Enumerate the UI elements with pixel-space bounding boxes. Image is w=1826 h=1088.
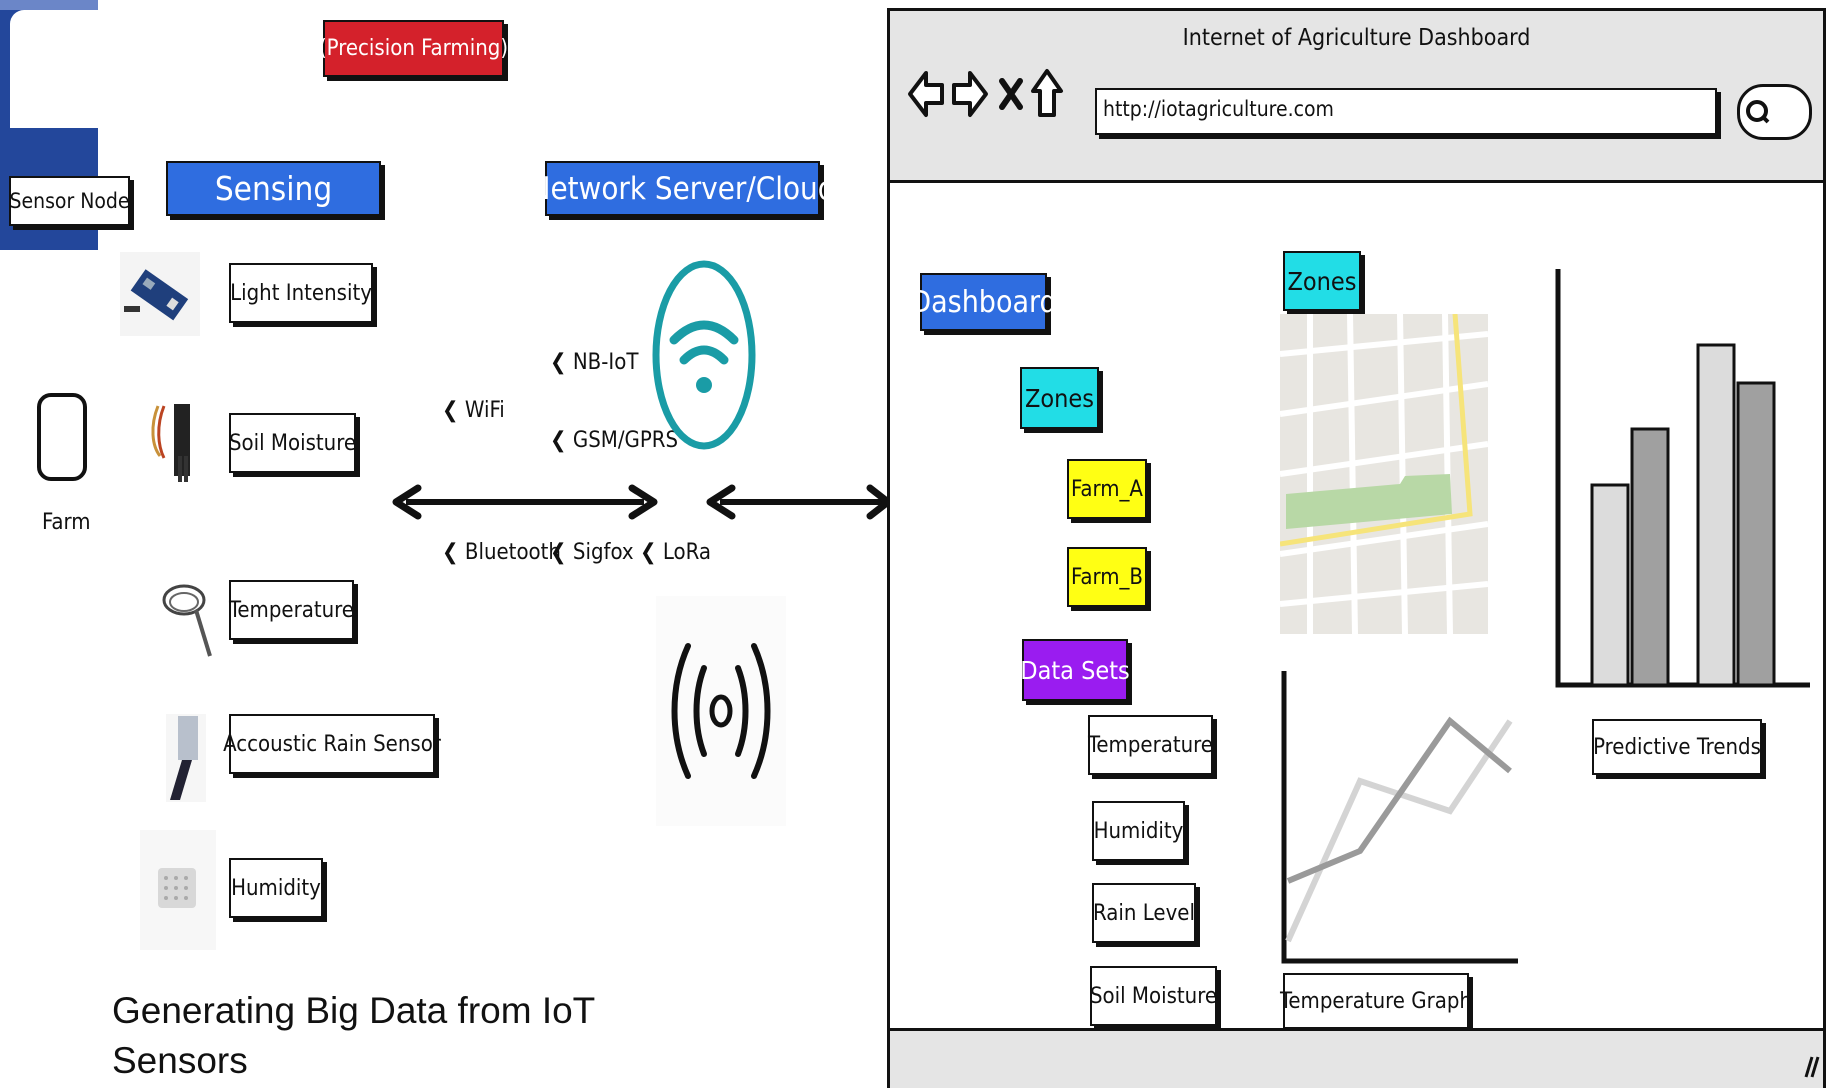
protocol-wifi: ❮ WiFi <box>442 398 505 423</box>
sensor-rain: Accoustic Rain Sensor <box>223 714 441 774</box>
soil-moisture-sensor-image <box>151 404 190 482</box>
precision-farming-label: (Precision Farming) <box>319 20 508 77</box>
protocol-sigfox-text: Sigfox <box>572 540 634 565</box>
nav-data-sets[interactable]: Data Sets <box>1020 639 1130 701</box>
protocol-gsm: ❮ GSM/GPRS <box>550 428 679 453</box>
sensor-soil-moisture: Soil Moisture <box>229 413 356 473</box>
protocol-lora-text: LoRa <box>662 540 712 565</box>
caption-line1: Generating Big Data from IoT <box>112 990 596 1031</box>
slide-corner-mask <box>10 10 98 128</box>
broadcast-icon <box>656 596 786 826</box>
dataset-temperature[interactable]: Temperature <box>1088 715 1213 775</box>
protocol-nbiot: ❮ NB-IoT <box>550 350 639 375</box>
zones-map[interactable] <box>1280 314 1488 634</box>
protocol-bluetooth: ❮ Bluetooth <box>442 540 561 565</box>
search-icon <box>1746 100 1770 124</box>
resize-grip-icon[interactable] <box>1800 1051 1822 1081</box>
nav-zones[interactable]: Zones <box>1020 367 1099 429</box>
forward-icon[interactable] <box>950 69 990 119</box>
sensor-node-label: Sensor Node <box>9 176 130 226</box>
temperature-line-chart[interactable] <box>1280 661 1520 971</box>
temperature-sensor-image <box>162 584 212 657</box>
url-input[interactable] <box>1095 88 1717 135</box>
nav-farm-b[interactable]: Farm_B <box>1067 547 1147 607</box>
wifi-icon <box>652 260 756 450</box>
map-zones-label: Zones <box>1283 251 1361 311</box>
protocol-nbiot-text: NB-IoT <box>572 350 639 375</box>
farm-label: Farm <box>42 510 91 535</box>
browser-window: Internet of Agriculture Dashboard http:/… <box>887 8 1826 1088</box>
farm-device-icon <box>37 393 87 481</box>
rain-sensor-image <box>166 714 206 802</box>
sensor-light-intensity: Light Intensity <box>229 263 373 323</box>
light-sensor-image <box>120 252 200 336</box>
predictive-bar-chart[interactable] <box>1552 265 1812 695</box>
dataset-rain-level[interactable]: Rain Level <box>1092 883 1196 943</box>
url-text: http://iotagriculture.com <box>1103 97 1334 121</box>
browser-status-bar <box>890 1028 1823 1088</box>
back-icon[interactable] <box>906 69 946 119</box>
protocol-gsm-text: GSM/GPRS <box>572 428 679 453</box>
sensor-network-arrow <box>392 484 658 520</box>
slide-corner-accent-top <box>0 0 98 10</box>
dataset-humidity[interactable]: Humidity <box>1092 801 1185 861</box>
dashboard-label[interactable]: Dashboard <box>910 273 1057 331</box>
caption-line2: Sensors <box>112 1040 248 1081</box>
protocol-bluetooth-text: Bluetooth <box>464 540 561 565</box>
cloud-dashboard-arrow <box>706 484 890 520</box>
network-server-header: Network Server/Cloud <box>530 161 835 216</box>
protocol-wifi-text: WiFi <box>464 398 505 423</box>
protocol-sigfox: ❮ Sigfox <box>550 540 634 565</box>
sensor-humidity: Humidity <box>229 858 323 918</box>
predictive-trends-label: Predictive Trends <box>1592 719 1762 775</box>
browser-title: Internet of Agriculture Dashboard <box>1182 25 1531 51</box>
protocol-lora: ❮ LoRa <box>640 540 712 565</box>
close-icon[interactable] <box>998 77 1024 111</box>
sensing-header: Sensing <box>166 161 381 216</box>
humidity-sensor-image <box>140 830 216 950</box>
sensor-temperature: Temperature <box>229 580 354 640</box>
nav-farm-a[interactable]: Farm_A <box>1067 459 1147 519</box>
home-icon[interactable] <box>1030 67 1064 121</box>
dataset-soil-moisture[interactable]: Soil Moisture <box>1090 966 1217 1026</box>
temperature-graph-label: Temperature Graph <box>1280 973 1472 1029</box>
